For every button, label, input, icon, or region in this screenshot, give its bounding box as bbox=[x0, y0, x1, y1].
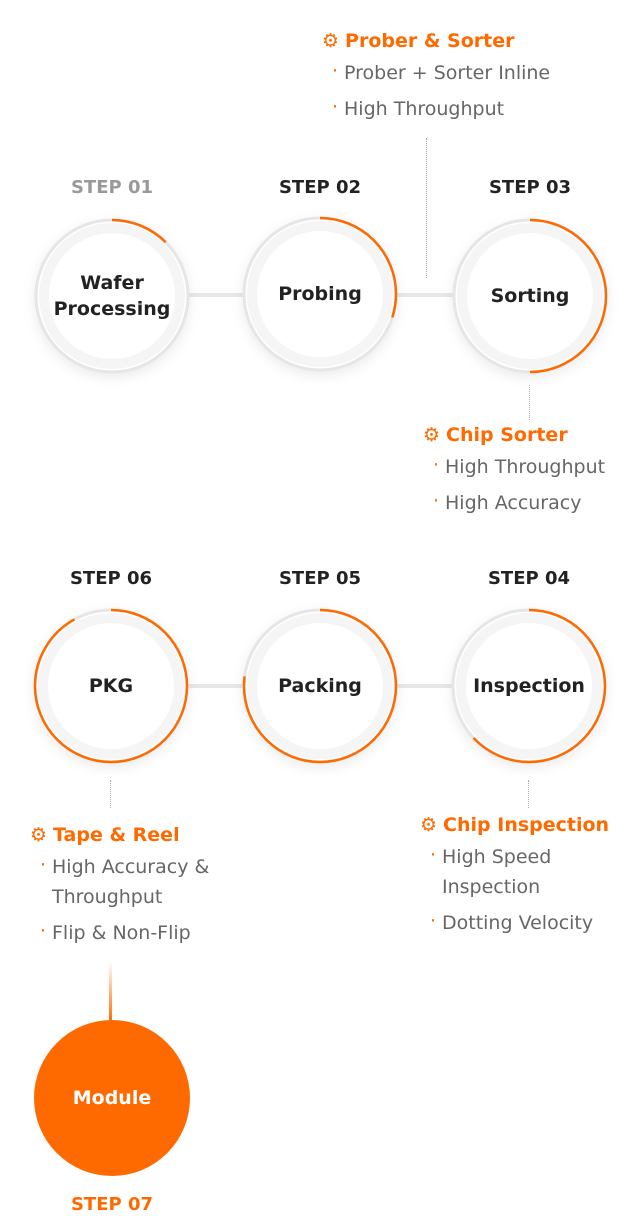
feature-item: Prober + Sorter Inline bbox=[332, 56, 550, 88]
step-name: Module bbox=[72, 1087, 152, 1109]
step-label: STEP 05 bbox=[278, 568, 362, 589]
step-circle[interactable]: Probing bbox=[242, 216, 398, 372]
step-circle[interactable]: Packing bbox=[242, 608, 398, 764]
feature-prober-sorter: ⚙Prober & Sorter Prober + Sorter InlineH… bbox=[322, 30, 550, 130]
step-label: STEP 06 bbox=[69, 568, 153, 589]
feature-chip-sorter: ⚙Chip Sorter High ThroughputHigh Accurac… bbox=[423, 424, 605, 524]
progress-arc bbox=[452, 218, 608, 374]
connector-dotted bbox=[426, 138, 427, 278]
feature-title: Tape & Reel bbox=[53, 824, 180, 846]
feature-item: High Throughput bbox=[332, 92, 550, 124]
feature-item: Dotting Velocity bbox=[430, 906, 620, 938]
gear-icon: ⚙ bbox=[30, 824, 48, 846]
step-label: STEP 04 bbox=[487, 568, 571, 589]
step-name: PKG bbox=[88, 675, 134, 697]
step-name: Packing bbox=[278, 675, 362, 697]
step-fill bbox=[34, 1020, 190, 1176]
progress-arc bbox=[33, 608, 189, 764]
feature-tape-reel: ⚙Tape & Reel High Accuracy & ThroughputF… bbox=[30, 824, 230, 954]
step-label: STEP 07 bbox=[70, 1194, 154, 1215]
feature-item: High Throughput bbox=[433, 450, 605, 482]
connector-dotted bbox=[528, 780, 529, 808]
progress-arc bbox=[242, 608, 398, 764]
gear-icon: ⚙ bbox=[423, 424, 441, 446]
connector-dotted bbox=[110, 780, 111, 808]
feature-item: High Accuracy & Throughput bbox=[40, 850, 212, 912]
step-label: STEP 02 bbox=[278, 177, 362, 198]
step-name: Inspection bbox=[473, 675, 585, 697]
step-label: STEP 03 bbox=[488, 177, 572, 198]
step-circle[interactable]: Sorting bbox=[452, 218, 608, 374]
feature-title: Prober & Sorter bbox=[345, 30, 515, 52]
feature-title: Chip Sorter bbox=[446, 424, 568, 446]
gear-icon: ⚙ bbox=[420, 814, 438, 836]
step-name: Wafer Processing bbox=[53, 272, 171, 320]
gear-icon: ⚙ bbox=[322, 30, 340, 52]
step-name: Sorting bbox=[490, 285, 570, 307]
progress-arc bbox=[451, 608, 607, 764]
feature-item: High Accuracy bbox=[433, 486, 605, 518]
step-circle[interactable]: Module bbox=[34, 1020, 190, 1176]
step-name: Probing bbox=[278, 283, 362, 305]
feature-item: Flip & Non-Flip bbox=[40, 916, 230, 948]
step-circle[interactable]: Inspection bbox=[451, 608, 607, 764]
step-circle[interactable]: Wafer Processing bbox=[34, 218, 190, 374]
progress-arc bbox=[34, 218, 190, 374]
feature-title: Chip Inspection bbox=[443, 814, 610, 836]
progress-arc bbox=[242, 216, 398, 372]
connector-module bbox=[109, 962, 112, 1022]
connector-dotted bbox=[529, 385, 530, 420]
step-circle[interactable]: PKG bbox=[33, 608, 189, 764]
step-label: STEP 01 bbox=[70, 177, 154, 198]
feature-chip-inspection: ⚙Chip Inspection High Speed InspectionDo… bbox=[420, 814, 620, 944]
feature-item: High Speed Inspection bbox=[430, 840, 582, 902]
